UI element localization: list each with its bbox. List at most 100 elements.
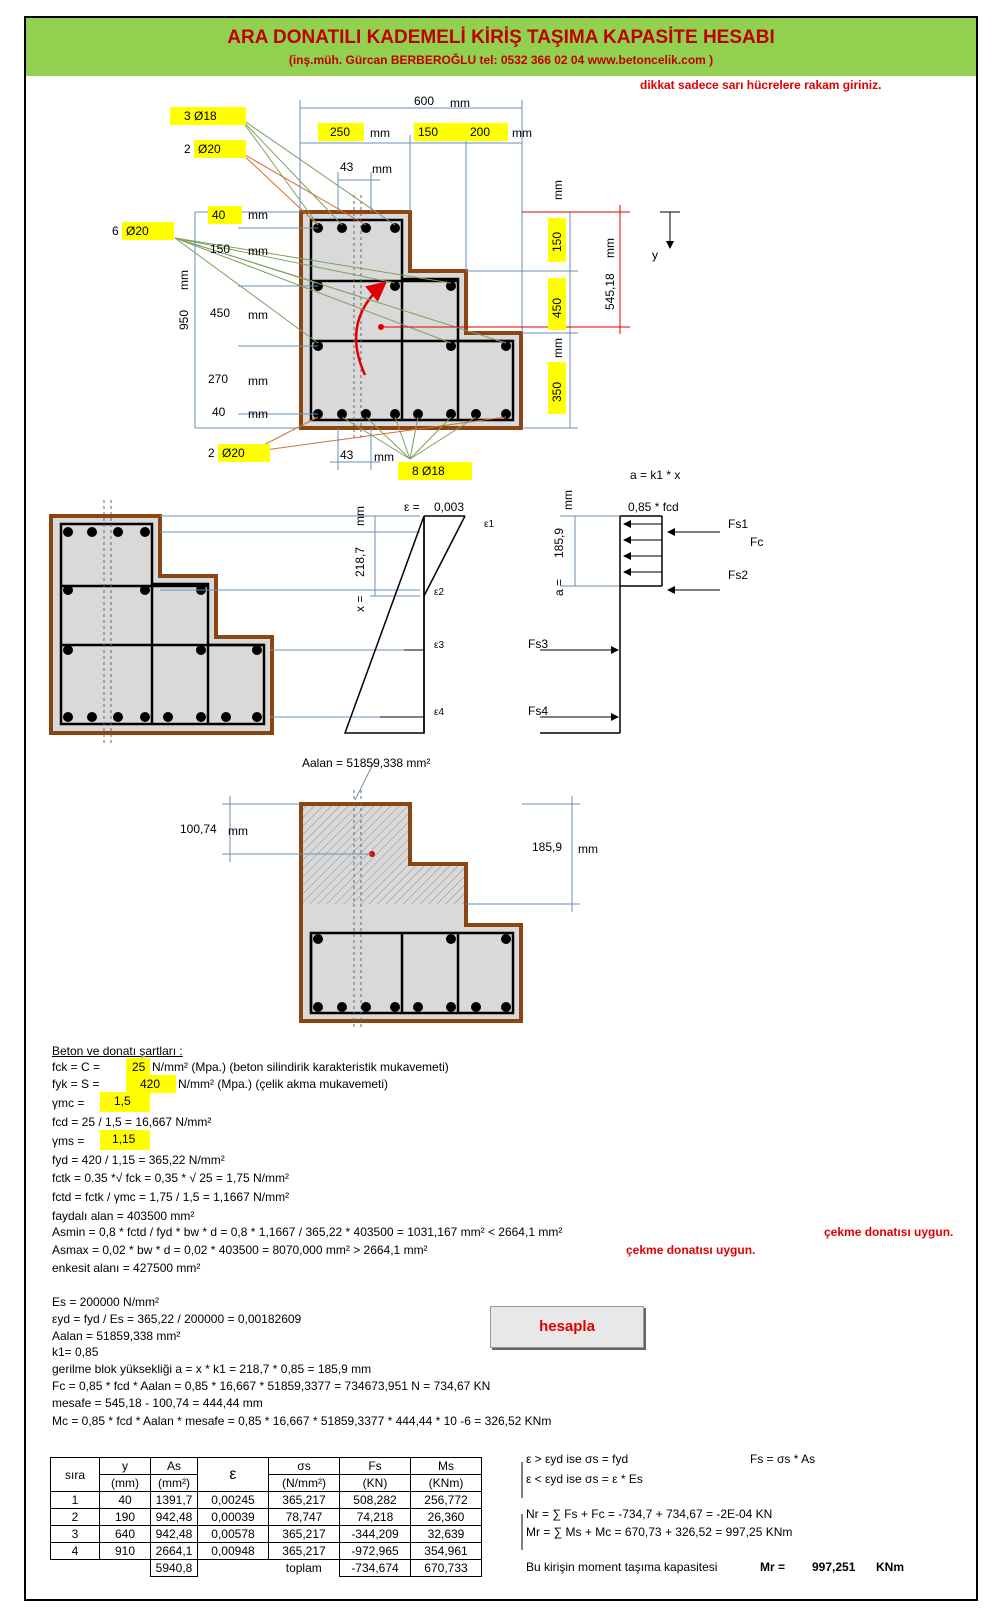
cell: 32,639	[410, 1525, 482, 1543]
asmax-status: çekme donatısı uygun.	[626, 1243, 756, 1257]
cell: 190	[99, 1508, 151, 1526]
k1-line: k1= 0,85	[52, 1345, 99, 1359]
rule-1: ε > εyd ise σs = fyd	[526, 1452, 629, 1466]
fyd-line: fyd = 420 / 1,15 = 365,22 N/mm²	[52, 1153, 225, 1167]
a-value: 185,9	[552, 527, 566, 558]
h1-input[interactable]: 150	[548, 218, 566, 262]
cell: 942,48	[150, 1525, 198, 1543]
asmax-line: Asmax = 0,02 * bw * d = 0,02 * 403500 = …	[52, 1243, 428, 1257]
bar-side-input[interactable]: Ø20	[122, 222, 174, 240]
cover-bot: 43	[340, 448, 354, 462]
d270: 270	[208, 372, 229, 386]
asmin-status: çekme donatısı uygun.	[824, 1225, 954, 1239]
unit-ms: (KNm)	[410, 1474, 482, 1492]
cell: 78,747	[268, 1508, 340, 1526]
cell: 365,217	[268, 1525, 340, 1543]
w2-input[interactable]: 150	[414, 123, 460, 141]
capacity-label: Bu kirişin moment taşıma kapasitesi	[526, 1560, 718, 1574]
cell: 365,217	[268, 1491, 340, 1509]
cell: 640	[99, 1525, 151, 1543]
cell: 365,217	[268, 1542, 340, 1560]
unit-as: (mm²)	[150, 1474, 198, 1492]
d40b: 40	[212, 405, 226, 419]
area-dim2: 185,9	[532, 840, 563, 854]
notice-text: dikkat sadece sarı hücrelere rakam girin…	[640, 78, 882, 92]
cover-x: 43	[340, 160, 354, 174]
cell: 0,00948	[197, 1542, 269, 1560]
h-mm-unit-2: mm	[551, 338, 565, 358]
h2-input[interactable]: 450	[548, 278, 566, 330]
toplam-label: toplam	[285, 1561, 322, 1576]
bar-side-count: 6	[112, 224, 119, 238]
fck-unit: N/mm² (Mpa.) (beton silindirik karakteri…	[152, 1060, 449, 1074]
cell: 3	[50, 1525, 100, 1543]
mc-line: Mc = 0,85 * fcd * Aalan * mesafe = 0,85 …	[52, 1414, 552, 1428]
mr-line: Mr = ∑ Ms + Mc = 670,73 + 326,52 = 997,2…	[526, 1525, 793, 1539]
cell: 256,772	[410, 1491, 482, 1509]
d450: 450	[210, 306, 231, 320]
dim-total-width: 600	[414, 94, 435, 108]
gmc-label: γmc =	[52, 1096, 85, 1110]
faydali-line: faydalı alan = 403500 mm²	[52, 1209, 195, 1223]
mr-value: 997,251	[812, 1560, 856, 1574]
fck-input[interactable]: 25	[126, 1058, 150, 1076]
cell: 1391,7	[150, 1491, 198, 1509]
w1-input[interactable]: 250	[318, 123, 364, 141]
cell: 508,282	[339, 1491, 411, 1509]
cell: 40	[99, 1491, 151, 1509]
eps2: ε2	[434, 587, 445, 598]
fyk-input[interactable]: 420	[126, 1075, 176, 1093]
d150-unit: mm	[248, 244, 268, 258]
bar-top-input[interactable]: 3 Ø18	[170, 107, 246, 125]
h-total-unit: mm	[177, 270, 191, 290]
totals-row: 5940,8 toplam -734,674 670,733	[51, 1559, 482, 1577]
section-middle	[49, 500, 720, 801]
w3-unit: mm	[512, 126, 532, 140]
cell: 4	[50, 1542, 100, 1560]
d40-unit: mm	[248, 208, 268, 222]
h-total: 950	[177, 309, 191, 330]
unit-fs: (KN)	[339, 1474, 411, 1492]
h-mm-unit-1: mm	[551, 180, 565, 200]
x-label: x =	[353, 595, 367, 612]
results-table: sıra y As ε σs Fs Ms (mm) (mm²) (N/mm²) …	[50, 1457, 482, 1577]
enkesit-line: enkesit alanı = 427500 mm²	[52, 1261, 201, 1275]
cell: 1	[50, 1491, 100, 1509]
d40b-unit: mm	[248, 407, 268, 421]
gms-input[interactable]: 1,15	[100, 1130, 150, 1150]
fcd-line: fcd = 25 / 1,5 = 16,667 N/mm²	[52, 1115, 212, 1129]
col-eps: ε	[197, 1457, 269, 1492]
ycg-value: 545,18	[603, 273, 617, 310]
es-line: Es = 200000 N/mm²	[52, 1295, 160, 1309]
w3-input[interactable]: 200	[460, 123, 508, 141]
col-as: As	[150, 1457, 198, 1475]
a-label: a =	[552, 578, 566, 596]
aalan-label: Aalan = 51859,338 mm²	[302, 756, 431, 770]
bar-bot-input[interactable]: 8 Ø18	[398, 462, 472, 480]
col-fs: Fs	[339, 1457, 411, 1475]
eps3: ε3	[434, 640, 445, 651]
cell: 910	[99, 1542, 151, 1560]
gmc-input[interactable]: 1,5	[100, 1092, 150, 1112]
sheet-frame	[24, 16, 978, 1601]
cover-x-unit: mm	[372, 162, 392, 176]
mm-unit-mid: mm	[561, 490, 575, 510]
fctd-line: fctd = fctk / γmc = 1,75 / 1,5 = 1,1667 …	[52, 1190, 290, 1204]
fc-line: Fc = 0,85 * fcd * Aalan = 0,85 * 16,667 …	[52, 1379, 491, 1393]
cell: 2	[50, 1508, 100, 1526]
bar-top2-input[interactable]: Ø20	[194, 140, 246, 158]
cell: 354,961	[410, 1542, 482, 1560]
ms-total: 670,733	[410, 1559, 482, 1577]
fcd-label: 0,85 * fcd	[628, 500, 679, 514]
cell: 74,218	[339, 1508, 411, 1526]
col-y: y	[99, 1457, 151, 1475]
h3-input[interactable]: 350	[548, 362, 566, 414]
hesapla-button[interactable]: hesapla	[490, 1306, 644, 1348]
d40-input[interactable]: 40	[208, 206, 242, 224]
cell: 0,00245	[197, 1491, 269, 1509]
bar-bot2-input[interactable]: Ø20	[218, 444, 270, 462]
cell: 942,48	[150, 1508, 198, 1526]
